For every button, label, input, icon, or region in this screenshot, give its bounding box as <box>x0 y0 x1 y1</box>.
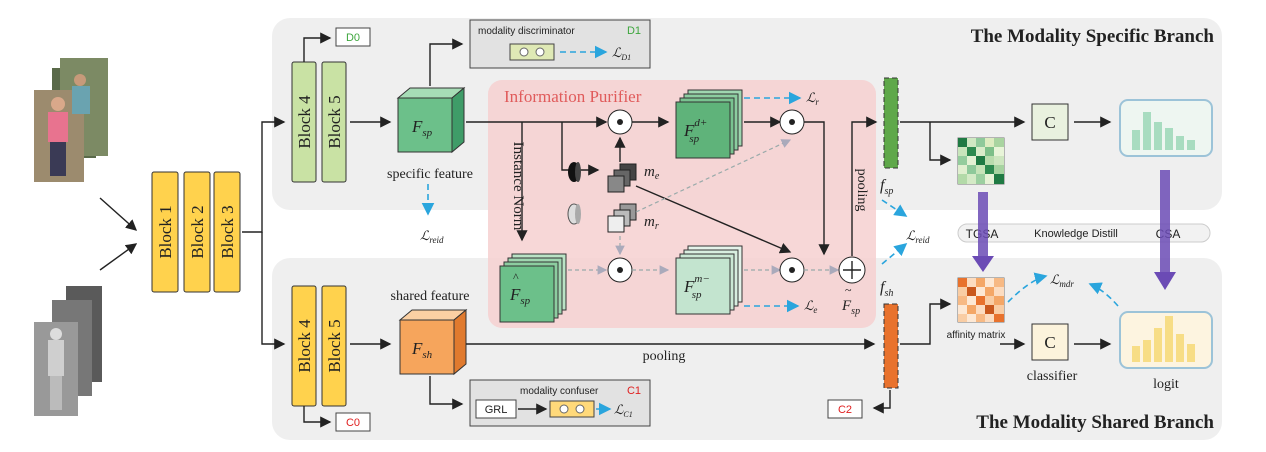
svg-text:Fsp: Fsp <box>509 285 531 307</box>
c-bottom-label: C <box>1044 333 1055 352</box>
classifier-label: classifier <box>1027 369 1078 384</box>
f-sp-mminus-sup: m− <box>694 273 709 285</box>
f-tilde-sp-label: Fsp <box>841 298 860 317</box>
modality-confuser-label: modality confuser <box>520 386 599 397</box>
c0-box <box>335 412 371 432</box>
information-purifier-title: Information Purifier <box>504 87 642 106</box>
d0-box <box>335 27 371 47</box>
d0-label: D0 <box>346 32 360 44</box>
l-d1-label: ℒD1 <box>612 45 631 62</box>
shared-block-4-label: Block 4 <box>295 319 314 373</box>
f-sp-label: Fsp <box>411 117 433 139</box>
svg-text:Fd+sp: Fd+ sp <box>683 117 707 145</box>
f-sp-dplus-sup: d+ <box>694 117 707 129</box>
logit-histogram-bottom <box>1119 311 1213 369</box>
affinity-matrix-label: affinity matrix <box>947 330 1006 341</box>
f-sh-small-label: fsh <box>880 279 893 299</box>
block-1-label: Block 1 <box>156 205 175 258</box>
f-sp-mminus-sub: sp <box>692 289 702 301</box>
mask-r-glyph <box>567 203 581 225</box>
f-sp-dplus-stack: Fd+ sp <box>675 89 743 159</box>
f-sp-tilde-label: fsp <box>880 177 893 197</box>
l-c1-label: ℒC1 <box>614 402 633 419</box>
discriminator-neurons <box>509 43 555 61</box>
f-sp-cube: Fsp <box>396 86 466 154</box>
affinity-grid-top <box>957 137 1005 185</box>
specific-block-4-label: Block 4 <box>295 95 314 149</box>
modality-discriminator-box <box>469 19 651 69</box>
l-e-label: ℒe <box>804 298 817 315</box>
m-r-stack <box>607 203 637 233</box>
block-3-label: Block 3 <box>218 205 237 258</box>
l-r-label: ℒr <box>806 90 819 107</box>
backbone-blocks: Block 1 Block 2 Block 3 <box>151 171 241 293</box>
svg-text:~: ~ <box>845 283 852 297</box>
f-sp-mminus-stack: Fm− sp <box>675 245 743 315</box>
rgb-input-images <box>34 58 108 182</box>
l-reid-label: ℒreid <box>420 228 444 245</box>
grl-label: GRL <box>485 404 508 416</box>
confuser-neurons <box>549 400 595 418</box>
modality-discriminator-label: modality discriminator <box>478 26 575 37</box>
f-sp-vector <box>883 77 899 169</box>
logit-label: logit <box>1153 377 1179 392</box>
d1-label: D1 <box>627 25 641 37</box>
c2-label: C2 <box>838 404 852 416</box>
shared-branch-title: The Modality Shared Branch <box>976 412 1214 433</box>
f-sp-dplus-F: F <box>683 121 695 140</box>
svg-text:Fm−sp: Fm− sp <box>683 273 710 301</box>
logit-histogram-top <box>1119 99 1213 157</box>
l-reid2-label: ℒreid <box>906 228 930 245</box>
affinity-grid-bottom <box>957 277 1005 323</box>
mask-e-glyph <box>568 162 581 182</box>
block-2-label: Block 2 <box>188 205 207 258</box>
instance-norm-label: Instance Norm <box>510 142 526 231</box>
f-sh-cube: Fsh <box>398 308 468 376</box>
f-sp-dplus-sub: sp <box>689 133 699 145</box>
f-sh-label: Fsh <box>411 339 433 361</box>
f-hat-sp-sub: sp <box>520 295 530 307</box>
c2-box <box>827 399 863 419</box>
m-r-label: mr <box>644 214 659 232</box>
l-mdr-label: ℒmdr <box>1050 272 1074 289</box>
classifier-bottom-box <box>1031 323 1069 361</box>
csa-arrow <box>1154 170 1176 290</box>
tgsa-arrow <box>972 192 994 272</box>
specific-blocks: Block 4 Block 5 <box>291 61 347 183</box>
specific-feature-label: specific feature <box>387 167 473 182</box>
c1-label: C1 <box>627 385 641 397</box>
knowledge-distill-band <box>957 223 1211 243</box>
shared-block-5-label: Block 5 <box>325 319 344 372</box>
m-e-stack <box>607 163 637 193</box>
grl-box <box>475 399 517 419</box>
pooling-horizontal-label: pooling <box>643 349 686 364</box>
specific-block-5-label: Block 5 <box>325 95 344 148</box>
knowledge-distill-label: Knowledge Distill <box>1034 228 1118 240</box>
c0-label: C0 <box>346 417 360 429</box>
ir-input-images <box>34 286 102 416</box>
c-top-label: C <box>1044 113 1055 132</box>
m-e-label: me <box>644 164 660 182</box>
shared-feature-label: shared feature <box>391 289 470 304</box>
shared-blocks: Block 4 Block 5 <box>291 285 347 407</box>
pooling-vertical-label: pooling <box>854 169 869 212</box>
f-hat-sp-stack: Fsp ^ <box>499 253 567 323</box>
f-hat-sp-F: F <box>509 285 521 304</box>
specific-branch-title: The Modality Specific Branch <box>971 26 1215 47</box>
classifier-top-box <box>1031 103 1069 141</box>
f-sh-vector <box>883 303 899 389</box>
f-sp-mminus-F: F <box>683 277 695 296</box>
svg-text:^: ^ <box>513 270 519 284</box>
